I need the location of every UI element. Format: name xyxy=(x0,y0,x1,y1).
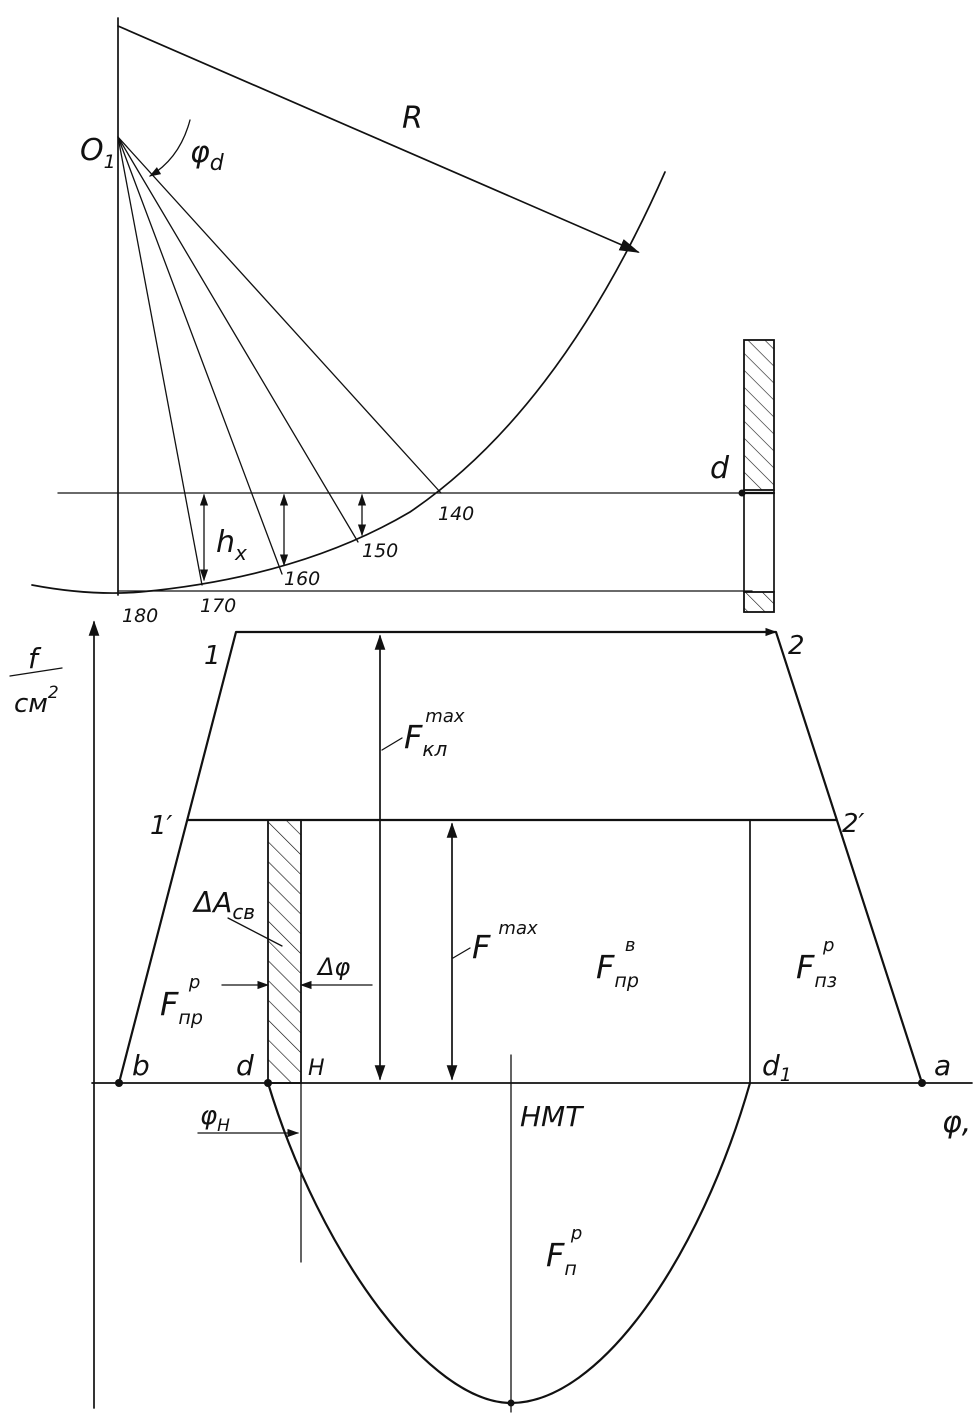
y-axis-denominator: см2 xyxy=(14,683,59,719)
angle-leader xyxy=(148,119,191,177)
label-phi-h: φН xyxy=(200,1101,230,1136)
radius-line xyxy=(117,25,640,253)
label-delta-area: ΔAсв xyxy=(192,886,255,924)
outer-trapezoid xyxy=(117,630,924,1085)
lift-parabola xyxy=(266,1081,752,1405)
mark-160: 160 xyxy=(284,568,320,590)
leader-f-max xyxy=(452,947,471,959)
x-axis-label: φ, xyxy=(942,1105,971,1140)
point-d1: d1 xyxy=(762,1049,792,1086)
point-b-dot xyxy=(115,1079,123,1087)
delta-area-strip xyxy=(267,819,302,1084)
mark-150: 150 xyxy=(362,540,398,562)
top-construction: O1 R φd hx d 140 150 160 170 180 xyxy=(31,17,776,627)
label-f-pr-v: Fпрв xyxy=(596,935,639,992)
ray-fan xyxy=(117,136,442,586)
label-f-pz-p: Fпзр xyxy=(796,935,837,992)
leader-delta-area xyxy=(227,917,283,947)
port-label: d xyxy=(710,451,730,486)
point-b: b xyxy=(132,1049,150,1082)
label-f-p-p: Fпр xyxy=(546,1223,582,1280)
height-label: hx xyxy=(216,525,247,565)
center-label: O1 xyxy=(80,133,116,173)
angle-label: φd xyxy=(190,135,225,176)
radius-label: R xyxy=(402,101,423,136)
point-d: d xyxy=(236,1049,254,1082)
cam-contour xyxy=(31,171,666,594)
leader-f-kl xyxy=(381,737,403,751)
label-delta-phi: Δφ xyxy=(316,953,350,981)
bdc-dot xyxy=(507,1399,515,1407)
corner-2p: 2′ xyxy=(842,809,865,839)
y-axis-fraction-bar xyxy=(9,667,63,677)
point-h: Н xyxy=(308,1056,325,1081)
mark-170: 170 xyxy=(200,595,236,617)
corner-1p: 1′ xyxy=(150,811,173,841)
bdc-label: НМТ xyxy=(520,1100,584,1133)
bottom-diagram: f см2 φ, 1 2 1′ 2′ b d Н d1 a НМТ Fклmax… xyxy=(9,620,973,1413)
label-f-pr-p: Fпрр xyxy=(160,972,203,1029)
point-d-dot xyxy=(264,1079,272,1087)
point-a-dot xyxy=(918,1079,926,1087)
point-a: a xyxy=(934,1049,951,1082)
port-wall xyxy=(738,339,776,613)
y-axis-numerator: f xyxy=(28,642,42,675)
corner-2: 2 xyxy=(788,631,805,661)
label-f-kl-max: Fклmax xyxy=(404,706,465,761)
mark-180: 180 xyxy=(122,605,158,627)
corner-1: 1 xyxy=(204,641,221,671)
mark-140: 140 xyxy=(438,503,474,525)
height-arrows xyxy=(199,493,367,582)
